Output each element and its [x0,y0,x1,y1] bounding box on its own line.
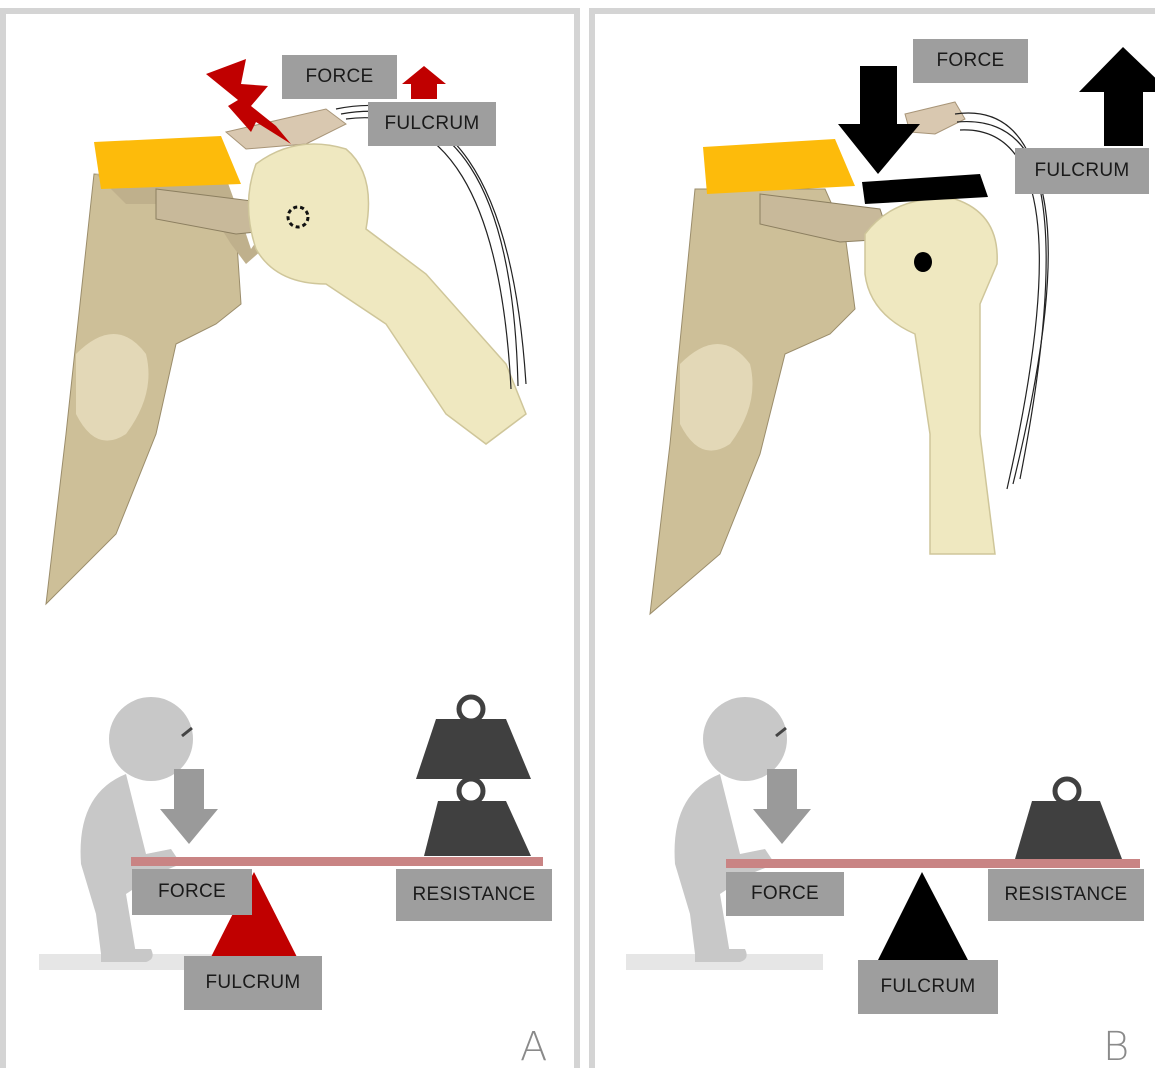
panel-b: FORCE FULCRUM FORCE RESISTANCE FULCRUM B [589,8,1155,1068]
label-fulcrum-lever: FULCRUM [184,956,322,1010]
weight-icon [416,697,531,856]
label-force-top: FORCE [913,39,1028,83]
fulcrum-triangle [877,872,969,962]
up-arrow-icon [402,66,446,99]
panel-a: FORCE FULCRUM FORCE RESISTANCE FULCRUM A [0,8,580,1068]
label-force-lever: FORCE [726,872,844,916]
acromion-highlight [94,136,241,189]
acromion-highlight [703,139,855,194]
force-arrow-icon [160,769,218,844]
label-resistance: RESISTANCE [988,869,1144,921]
label-fulcrum-lever: FULCRUM [858,960,998,1014]
label-resistance: RESISTANCE [396,869,552,921]
humerus [865,198,997,554]
up-arrow-icon [1079,47,1155,146]
label-force-top: FORCE [282,55,397,99]
force-arrow-icon-lever [753,769,811,844]
rotation-center-marker [914,252,932,272]
weight-icon [1015,779,1122,859]
subacromial-bar [862,174,988,204]
person-icon [81,697,193,962]
label-fulcrum-top: FULCRUM [368,102,496,146]
lever-beam [726,859,1140,868]
lever-beam [131,857,543,866]
panel-letter-b: B [1103,1024,1129,1070]
label-force-lever: FORCE [132,869,252,915]
label-fulcrum-top: FULCRUM [1015,148,1149,194]
panel-letter-a: A [520,1024,547,1070]
